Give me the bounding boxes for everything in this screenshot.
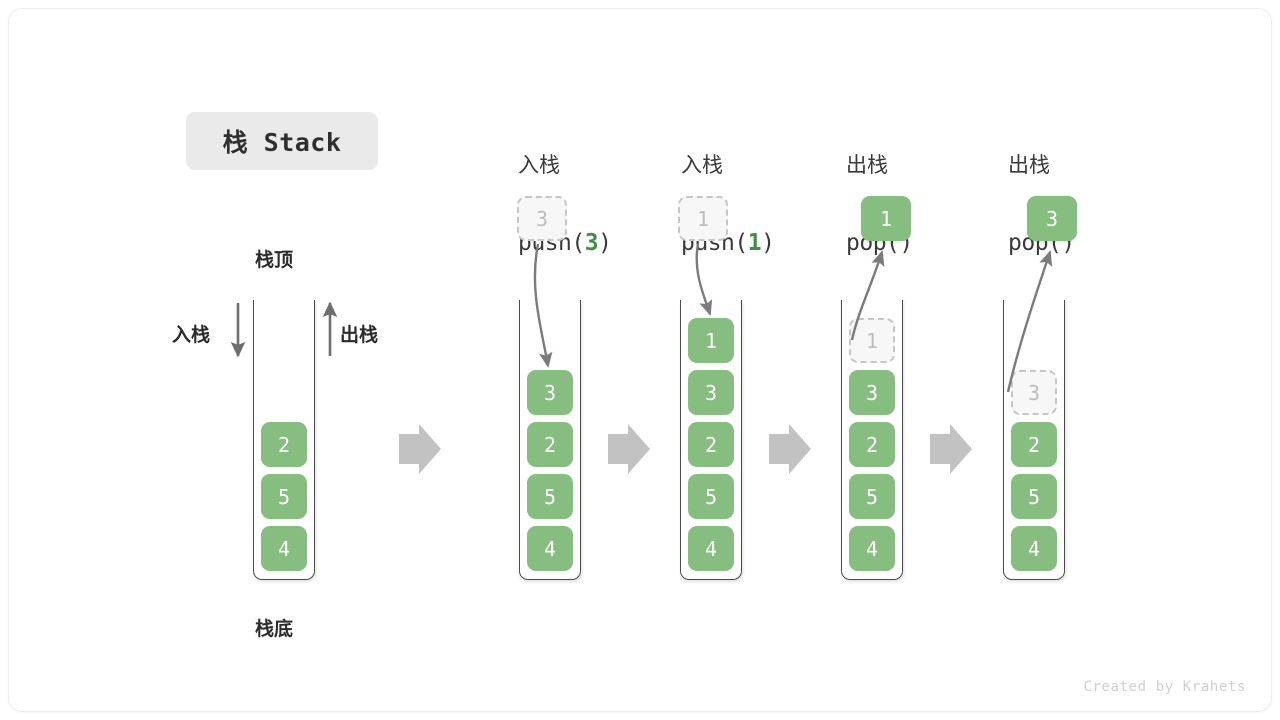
stack-container-pop2: 3 2 5 4 bbox=[1003, 300, 1065, 580]
stack-cell: 2 bbox=[261, 422, 307, 467]
column-header-pop1-cn: 出栈 bbox=[846, 154, 888, 178]
vacated-ghost-cell-pop2: 3 bbox=[1011, 370, 1057, 415]
stack-cell: 4 bbox=[527, 526, 573, 571]
stack-container-pop1: 1 3 2 5 4 bbox=[841, 300, 903, 580]
popped-cell-pop2: 3 bbox=[1027, 196, 1077, 241]
push1-code-post: ) bbox=[761, 229, 775, 256]
push-direction-label: 入栈 bbox=[172, 325, 211, 346]
stack-cell: 1 bbox=[688, 318, 734, 363]
stack-cell: 4 bbox=[261, 526, 307, 571]
stack-cell: 5 bbox=[527, 474, 573, 519]
incoming-ghost-cell-push3: 3 bbox=[517, 196, 567, 241]
stack-cell: 5 bbox=[1011, 474, 1057, 519]
push3-code-arg: 3 bbox=[584, 229, 599, 256]
incoming-ghost-cell-push1: 1 bbox=[678, 196, 728, 241]
push1-code-arg: 1 bbox=[747, 229, 762, 256]
pop-direction-label: 出栈 bbox=[340, 325, 379, 346]
stack-cell: 5 bbox=[261, 474, 307, 519]
stack-cell: 5 bbox=[688, 474, 734, 519]
push3-code-post: ) bbox=[598, 229, 612, 256]
stack-cell: 4 bbox=[688, 526, 734, 571]
stack-cell: 3 bbox=[527, 370, 573, 415]
stack-cell: 4 bbox=[1011, 526, 1057, 571]
stack-bottom-label: 栈底 bbox=[255, 619, 294, 640]
stack-cell: 2 bbox=[688, 422, 734, 467]
stack-cell: 5 bbox=[849, 474, 895, 519]
column-header-push1-cn: 入栈 bbox=[681, 154, 723, 178]
stack-container-initial: 2 5 4 bbox=[253, 300, 315, 580]
column-header-push3-cn: 入栈 bbox=[518, 154, 560, 178]
stack-cell: 2 bbox=[1011, 422, 1057, 467]
column-header-pop2-cn: 出栈 bbox=[1008, 154, 1050, 178]
stack-container-push1: 1 3 2 5 4 bbox=[680, 300, 742, 580]
stack-cell: 3 bbox=[688, 370, 734, 415]
stack-container-push3: 3 2 5 4 bbox=[519, 300, 581, 580]
column-header-push1-code: push(1) bbox=[681, 227, 851, 260]
stack-cell: 2 bbox=[527, 422, 573, 467]
column-header-push1: 入栈 push(1) bbox=[681, 106, 851, 305]
title-badge: 栈 Stack bbox=[186, 112, 378, 170]
popped-cell-pop1: 1 bbox=[861, 196, 911, 241]
stack-top-label: 栈顶 bbox=[255, 250, 294, 271]
stack-cell: 3 bbox=[849, 370, 895, 415]
stack-cell: 2 bbox=[849, 422, 895, 467]
vacated-ghost-cell-pop1: 1 bbox=[849, 318, 895, 363]
watermark: Created by Krahets bbox=[1083, 679, 1246, 695]
stack-cell: 4 bbox=[849, 526, 895, 571]
